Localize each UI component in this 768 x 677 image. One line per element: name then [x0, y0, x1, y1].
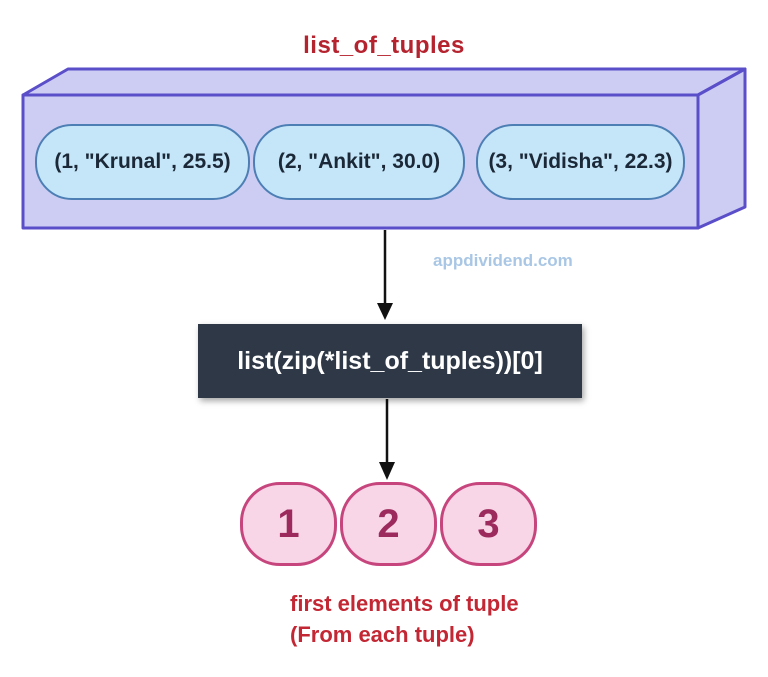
arrow-op-to-result-head-icon — [379, 462, 395, 480]
tuple-pill-2: (2, "Ankit", 30.0) — [253, 124, 465, 200]
caption-line-1: first elements of tuple — [290, 591, 519, 616]
result-item-1: 1 — [240, 482, 337, 566]
list-box-right-face — [696, 67, 747, 230]
caption: first elements of tuple (From each tuple… — [290, 588, 519, 650]
caption-line-2: (From each tuple) — [290, 622, 475, 647]
operation-code-box: list(zip(*list_of_tuples))[0] — [198, 324, 582, 398]
watermark-text: appdividend.com — [433, 251, 573, 270]
tuple-pill-1: (1, "Krunal", 25.5) — [35, 124, 250, 200]
result-item-2: 2 — [340, 482, 437, 566]
result-item-3: 3 — [440, 482, 537, 566]
list-box-top-face — [21, 67, 747, 97]
diagram-title: list_of_tuples — [303, 32, 465, 59]
tuple-pill-3: (3, "Vidisha", 22.3) — [476, 124, 685, 200]
arrow-box-to-op-head-icon — [377, 303, 393, 320]
